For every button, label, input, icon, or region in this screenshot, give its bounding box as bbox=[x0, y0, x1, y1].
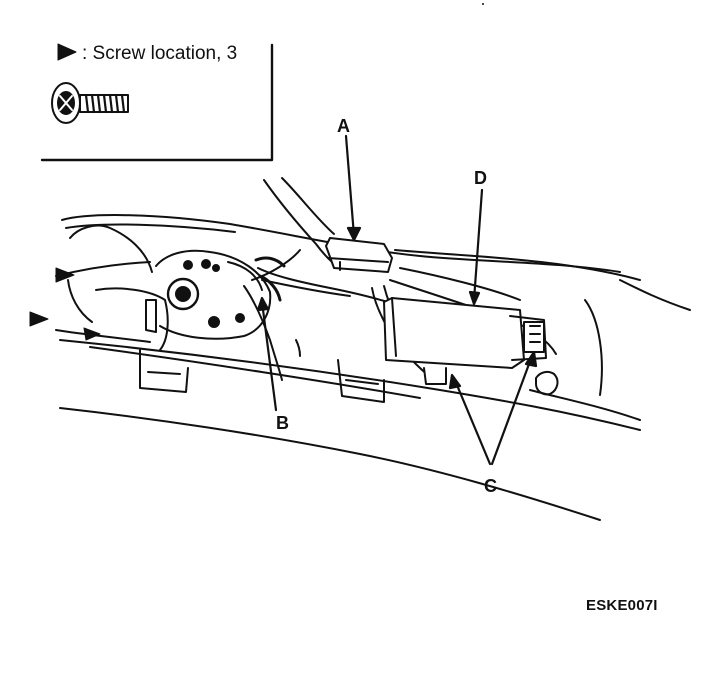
legend-label: : Screw location, 3 bbox=[82, 43, 238, 64]
stray-dot bbox=[482, 3, 484, 5]
door-frame bbox=[55, 214, 691, 521]
lower-brackets bbox=[295, 339, 559, 403]
legend-box bbox=[40, 43, 274, 162]
callout-b: B bbox=[276, 413, 289, 433]
motor-assembly bbox=[55, 224, 272, 393]
callout-c: C bbox=[484, 476, 497, 496]
connector-a bbox=[325, 237, 393, 273]
triangle-marker-icon bbox=[57, 43, 77, 61]
actuator-d bbox=[383, 297, 547, 385]
screw-marker-3 bbox=[83, 327, 101, 341]
screw-icon bbox=[51, 82, 129, 124]
callout-d: D bbox=[474, 168, 487, 188]
screw-marker-1 bbox=[55, 267, 75, 283]
screw-marker-2 bbox=[29, 311, 49, 327]
callout-a: A bbox=[337, 116, 350, 136]
figure-code: ESKE007I bbox=[586, 597, 658, 614]
leader-lines bbox=[256, 134, 538, 466]
